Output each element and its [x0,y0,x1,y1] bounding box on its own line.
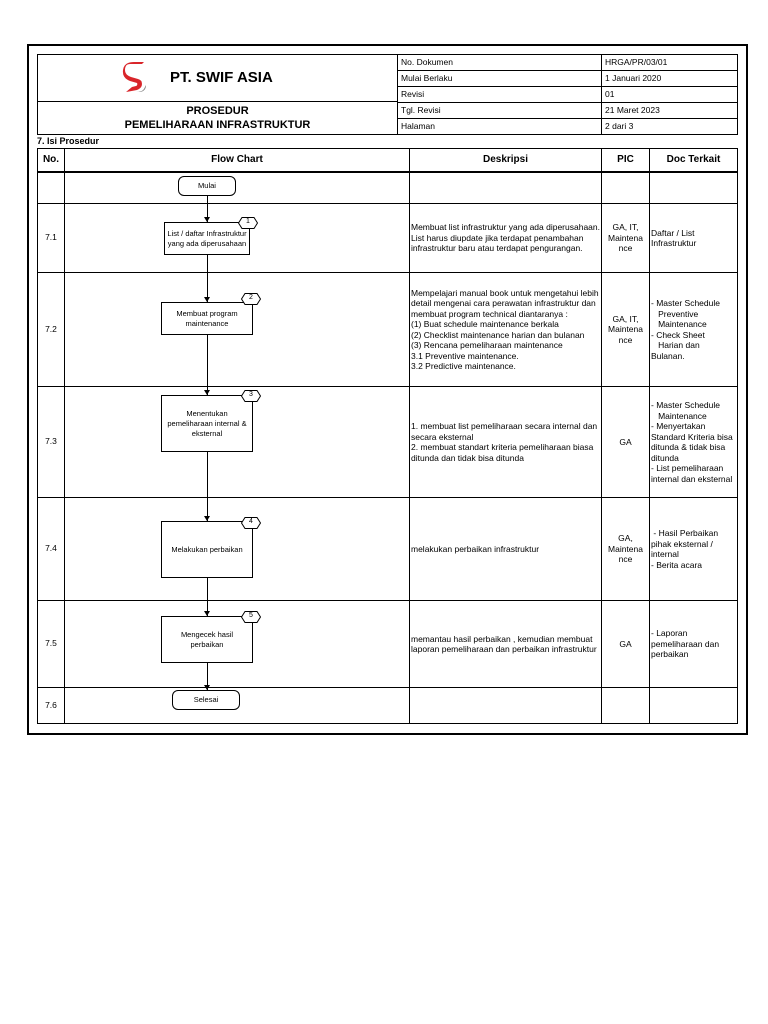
row-doc: - Master Schedule Maintenance - Menyerta… [651,400,733,484]
flow-start-terminal: Mulai [178,176,236,196]
row-number: 7.3 [45,436,57,446]
title-cell: PROSEDUR PEMELIHARAAN INFRASTRUKTUR [37,101,398,135]
meta-value: 21 Maret 2023 [605,105,660,115]
row-desc-cell [409,687,602,724]
flow-arrowhead [204,297,210,302]
row-flow-cell [64,172,410,204]
col-pic-header: PIC [601,148,650,172]
col-desc-header: Deskripsi [409,148,602,172]
col-no-header: No. [37,148,65,172]
meta-label: Halaman [401,121,436,131]
meta-value-cell: 2 dari 3 [601,118,738,135]
flow-step-label: List / daftar Infrastruktur yang ada dip… [167,228,247,248]
col-doc-header: Doc Terkait [649,148,738,172]
row-number: 7.4 [45,543,57,553]
row-pic: GA, IT, Maintena nce [608,313,646,345]
company-logo-icon [122,62,146,92]
flow-step-box: List / daftar Infrastruktur yang ada dip… [164,222,250,255]
step-number-badge-icon: 5 [240,610,262,623]
meta-label-cell: Tgl. Revisi [397,102,602,119]
step-number-badge-icon: 3 [240,389,262,402]
meta-label-cell: No. Dokumen [397,54,602,71]
meta-label: Tgl. Revisi [401,105,441,115]
company-name: PT. SWIF ASIA [170,69,273,86]
row-number: 7.2 [45,323,57,334]
flow-step-label: Membuat program maintenance [176,308,238,328]
step-number: 5 [249,612,253,619]
flow-end-terminal: Selesai [172,690,240,710]
row-pic-cell [601,172,650,204]
step-number-badge-icon: 1 [237,216,259,229]
row-pic-cell [601,687,650,724]
row-doc: - Master Schedule Preventive Maintenance… [651,298,720,361]
flow-arrowhead [204,611,210,616]
flow-arrowhead [204,516,210,521]
step-number-badge-icon: 2 [240,292,262,305]
meta-value: 1 Januari 2020 [605,73,662,83]
row-description: 1. membuat list pemeliharaan secara inte… [411,421,598,463]
meta-label: Mulai Berlaku [401,73,453,83]
flow-step-box: Mengecek hasil perbaikan [161,616,253,663]
company-cell: PT. SWIF ASIA [37,54,398,102]
row-doc: - Laporan pemeliharaan dan perbaikan [651,628,722,659]
flow-step-box: Melakukan perbaikan [161,521,253,578]
row-description: memantau hasil perbaikan , kemudian memb… [411,633,597,655]
row-description: Membuat list infrastruktur yang ada dipe… [411,222,603,253]
document-frame [27,44,748,735]
step-number: 2 [249,294,253,301]
row-pic: GA [619,638,632,649]
meta-label: No. Dokumen [401,57,453,67]
section-title: 7. Isi Prosedur [37,136,100,146]
row-no-cell [37,172,65,204]
row-pic: GA, Maintena nce [608,533,646,564]
meta-label-cell: Halaman [397,118,602,135]
meta-value-cell: 21 Maret 2023 [601,102,738,119]
meta-value: 01 [605,89,615,99]
step-number-badge-icon: 4 [240,516,262,529]
flow-step-box: Membuat program maintenance [161,302,253,335]
meta-label: Revisi [401,89,425,99]
row-doc-cell [649,687,738,724]
col-flow-header: Flow Chart [64,148,410,172]
row-doc-cell [649,172,738,204]
flow-arrowhead [204,217,210,222]
row-number: 7.5 [45,638,57,648]
row-number: 7.1 [45,232,57,242]
row-doc: Daftar / List Infrastruktur [651,227,697,249]
meta-value: HRGA/PR/03/01 [605,57,668,67]
step-number: 4 [249,518,253,525]
flow-arrowhead [204,390,210,395]
meta-label-cell: Revisi [397,86,602,103]
row-pic: GA, IT, Maintena nce [608,222,646,253]
row-desc-cell [409,172,602,204]
meta-value-cell: 01 [601,86,738,103]
meta-value-cell: HRGA/PR/03/01 [601,54,738,71]
flow-step-label: Menentukan pemeliharaan internal & ekste… [167,408,247,438]
doc-title-line2: PEMELIHARAAN INFRASTRUKTUR [124,119,311,131]
meta-value: 2 dari 3 [605,121,634,131]
row-description: Mempelajari manual book untuk mengetahui… [411,287,599,372]
row-doc: - Hasil Perbaikan pihak eksternal / inte… [651,528,719,570]
meta-label-cell: Mulai Berlaku [397,70,602,87]
flow-step-label: Melakukan perbaikan [171,544,243,554]
row-pic: GA [619,436,632,447]
row-number: 7.6 [45,699,57,710]
row-description: melakukan perbaikan infrastruktur [411,543,540,554]
step-number: 1 [246,218,250,225]
flow-step-box: Menentukan pemeliharaan internal & ekste… [161,395,253,452]
flow-arrowhead [204,685,210,690]
step-number: 3 [249,391,253,398]
flow-step-label: Mengecek hasil perbaikan [180,629,234,649]
doc-title-line1: PROSEDUR [186,105,249,117]
meta-value-cell: 1 Januari 2020 [601,70,738,87]
